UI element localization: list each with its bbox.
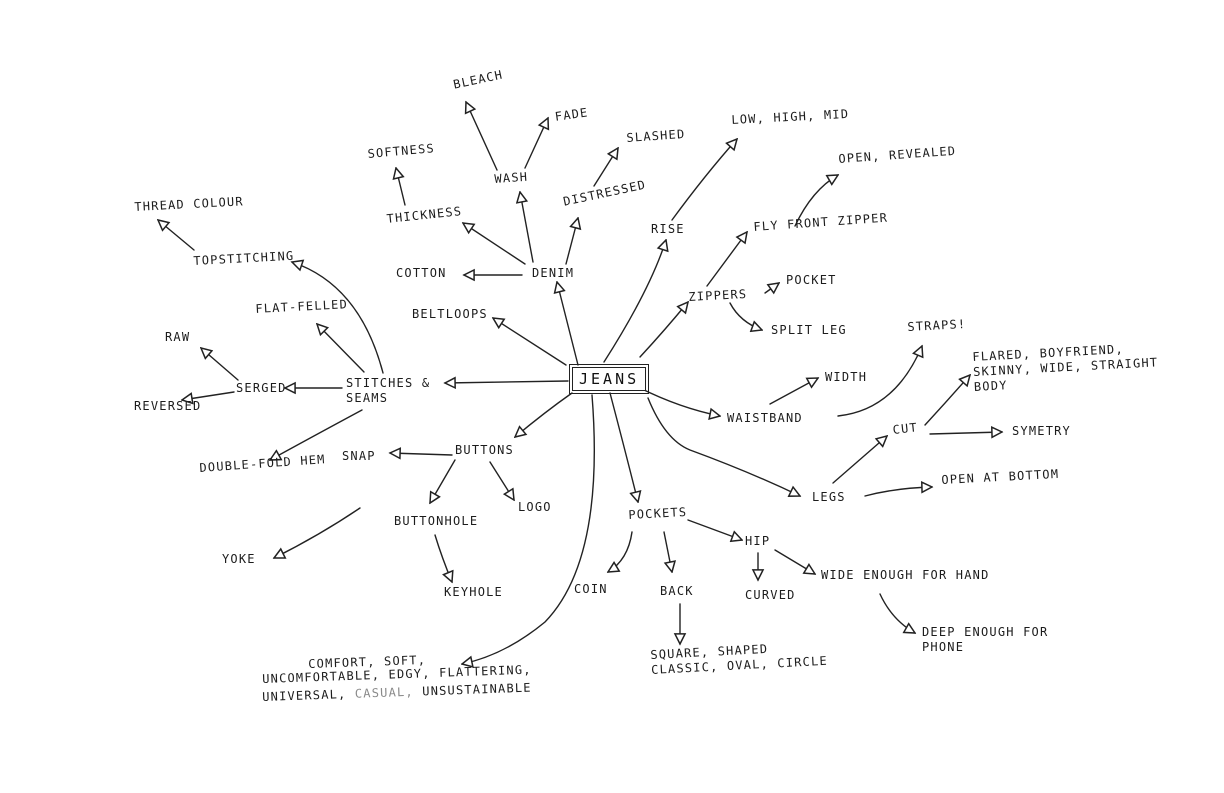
node-curved: CURVED — [745, 588, 796, 602]
node-cotton: COTTON — [396, 266, 447, 280]
edge-jeans-stitches — [445, 381, 569, 383]
edge-stitches-yoke — [274, 507, 361, 558]
edge-buttonhole-keyhole — [434, 534, 452, 582]
edge-cut-options — [924, 375, 970, 426]
feelings-unsustainable: UNSUSTAINABLE — [422, 680, 532, 699]
node-keyhole: KEYHOLE — [444, 585, 503, 599]
node-zippers: ZIPPERS — [688, 286, 748, 304]
node-cut: CUT — [892, 420, 919, 437]
edge-jeans-denim — [557, 282, 579, 366]
edge-waistband-width — [769, 378, 818, 405]
edge-thickness-softness — [396, 168, 406, 206]
edge-denim-thickness — [463, 223, 526, 265]
edge-wash-bleach — [466, 102, 498, 171]
edge-stitches-flatfelled — [317, 324, 365, 373]
node-legs: LEGS — [812, 490, 846, 504]
node-serged: SERGED — [236, 381, 287, 395]
node-beltloops: BELTLOOPS — [412, 307, 488, 321]
node-denim: DENIM — [532, 266, 575, 280]
edge-distressed-slashed — [593, 148, 618, 187]
edge-jeans-buttons — [515, 392, 573, 437]
edge-zippers-flyfront — [706, 232, 747, 287]
edge-wide-deep — [879, 593, 915, 633]
edge-jeans-rise — [603, 240, 666, 363]
node-hip: HIP — [745, 534, 771, 548]
node-deep-enough: DEEP ENOUGH FOR PHONE — [922, 625, 1049, 654]
node-waistband: WAISTBAND — [727, 411, 803, 425]
node-rise: RISE — [651, 222, 685, 236]
edge-buttons-snap — [390, 453, 453, 455]
edge-buttons-buttonhole — [430, 459, 456, 503]
node-pockets: POCKETS — [628, 504, 688, 522]
node-yoke: YOKE — [222, 552, 256, 566]
edge-zippers-pocket — [764, 283, 779, 293]
node-back: BACK — [660, 584, 694, 598]
node-zipper-pocket: POCKET — [786, 273, 837, 287]
edge-pockets-coin — [608, 531, 633, 572]
center-node-jeans: JEANS — [568, 364, 650, 394]
edge-hip-wide — [774, 549, 815, 574]
edge-cut-symetry — [929, 432, 1002, 434]
node-symetry: SYMETRY — [1012, 424, 1071, 438]
edge-jeans-waistband — [639, 387, 720, 416]
node-buttons: BUTTONS — [455, 443, 514, 457]
edge-jeans-zippers — [639, 302, 688, 358]
edge-denim-wash — [520, 192, 534, 263]
node-width: WIDTH — [825, 370, 868, 384]
edge-legs-cut — [832, 436, 887, 484]
edge-denim-distressed — [565, 218, 578, 265]
feelings-casual: CASUAL, — [354, 684, 415, 701]
edge-jeans-beltloops — [493, 318, 567, 366]
node-snap: SNAP — [342, 449, 376, 463]
edge-topstitching-thread — [158, 220, 195, 251]
edge-legs-openbottom — [864, 487, 932, 497]
node-straps: STRAPS! — [907, 316, 967, 334]
node-reversed: REVERSED — [134, 399, 202, 413]
node-stitches-seams: STITCHES & SEAMS — [346, 376, 431, 405]
edge-pockets-back — [663, 531, 672, 572]
node-coin: COIN — [574, 582, 608, 596]
edge-zippers-splitleg — [729, 302, 762, 330]
node-wide-enough: WIDE ENOUGH FOR HAND — [821, 568, 990, 582]
node-logo: LOGO — [518, 500, 552, 514]
edge-flyfront-open — [794, 175, 838, 227]
feelings-universal: UNIVERSAL, — [262, 687, 347, 704]
edge-serged-raw — [201, 348, 239, 381]
edge-jeans-feelings — [462, 394, 596, 664]
edge-serged-reversed — [182, 391, 235, 400]
edge-rise-options — [671, 139, 737, 221]
edge-stitches-topstitching — [292, 262, 384, 374]
edge-waistband-straps — [837, 346, 922, 417]
edge-pockets-hip — [687, 519, 742, 540]
node-split-leg: SPLIT LEG — [771, 323, 847, 337]
edge-jeans-pockets — [609, 392, 638, 502]
edge-buttons-logo — [489, 461, 514, 500]
edge-stitches-doublefold — [270, 409, 363, 460]
edge-wash-fade — [524, 118, 548, 169]
node-wash: WASH — [494, 169, 529, 186]
node-raw: RAW — [165, 330, 191, 344]
node-buttonhole: BUTTONHOLE — [394, 514, 479, 528]
edge-jeans-legs — [647, 397, 800, 496]
